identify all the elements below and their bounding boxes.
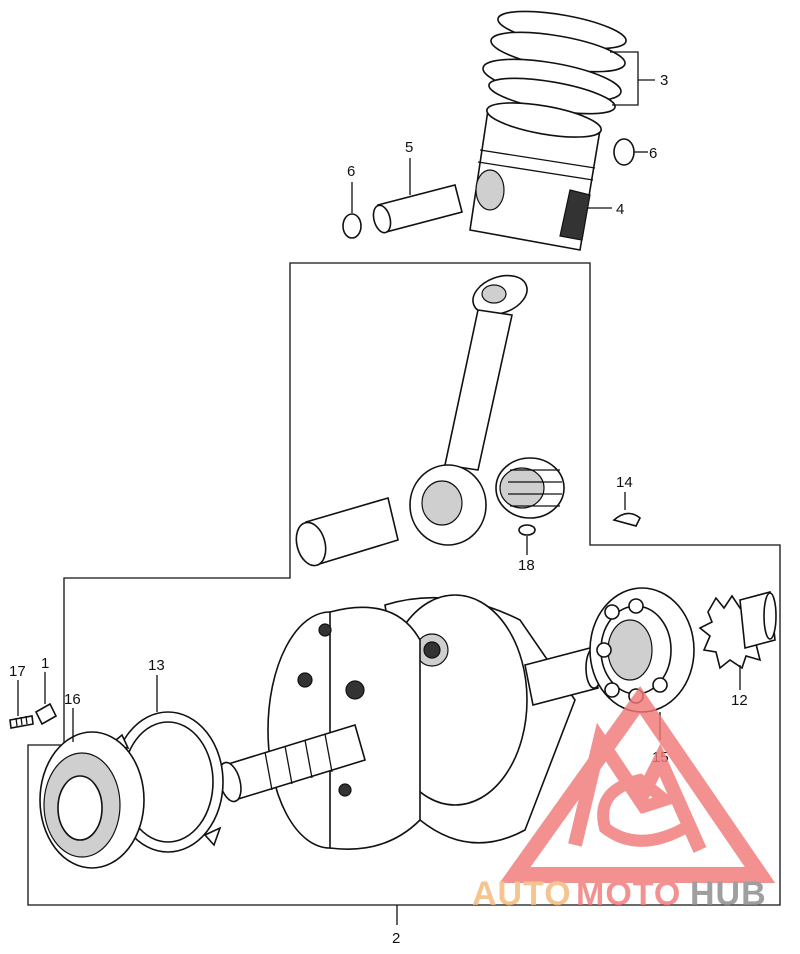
- callout-16: 16: [64, 691, 81, 708]
- callout-6a: 6: [347, 163, 355, 180]
- watermark-text-auto: AUTO: [472, 875, 572, 913]
- callout-4: 4: [616, 201, 624, 218]
- crankshaft: [218, 594, 603, 850]
- callout-12: 12: [731, 692, 748, 709]
- lock-tab: [34, 702, 58, 726]
- needle-bearing: [495, 457, 565, 519]
- leader-3: [610, 51, 655, 106]
- piston-pin: [372, 184, 463, 234]
- callout-13: 13: [148, 657, 165, 674]
- assembly-outline: [27, 262, 781, 906]
- callout-3: 3: [660, 72, 668, 89]
- sprocket: [698, 590, 777, 670]
- oil-seal: [39, 731, 145, 869]
- main-bearing-right: [589, 587, 695, 713]
- callout-18: 18: [518, 557, 535, 574]
- watermark-triangle: [499, 686, 776, 883]
- crank-pin: [295, 496, 399, 567]
- watermark-m-shape: [568, 722, 707, 853]
- connecting-rod: [409, 274, 528, 546]
- piston: [469, 102, 602, 251]
- watermark-g-shape: [597, 773, 694, 847]
- watermark-logo: AUTO MOTO HUB: [472, 686, 776, 913]
- watermark-text-hub: HUB: [690, 875, 767, 913]
- screw: [9, 715, 34, 729]
- watermark-text-moto: MOTO: [576, 875, 681, 913]
- callout-5: 5: [405, 139, 413, 156]
- callout-17: 17: [9, 663, 26, 680]
- woodruff-key: [612, 512, 641, 527]
- callout-14: 14: [616, 474, 633, 491]
- callout-6b: 6: [649, 145, 657, 162]
- circlip-right: [613, 138, 635, 166]
- circlip-left: [342, 213, 362, 239]
- washer: [518, 524, 536, 536]
- callout-1: 1: [41, 655, 49, 672]
- callout-2: 2: [392, 930, 400, 947]
